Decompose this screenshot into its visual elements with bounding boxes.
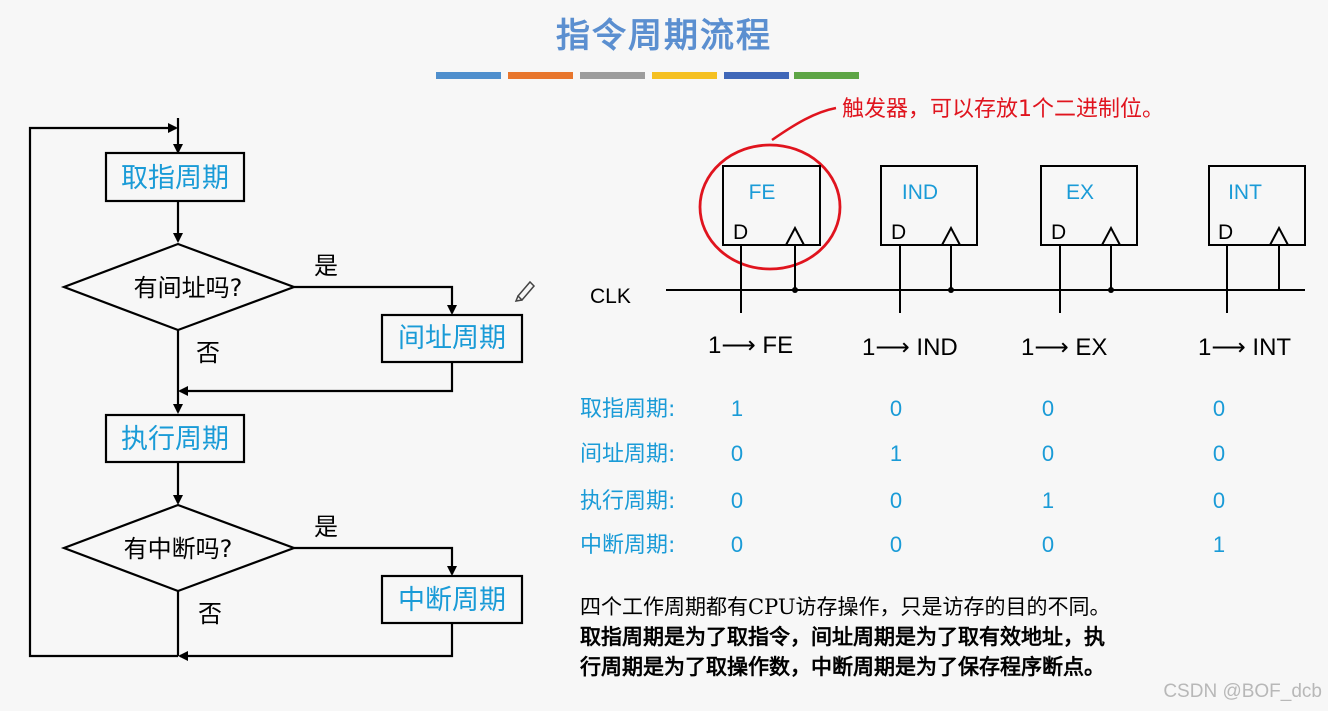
flowchart [28, 118, 524, 661]
d-pin-label: D [891, 221, 906, 244]
table-cell: 0 [731, 532, 743, 557]
table-cell: 1 [890, 441, 902, 466]
junction-dot [792, 287, 798, 293]
d-pin-label: D [1051, 221, 1066, 244]
interrupt-return-arrow [178, 623, 454, 661]
fetch-cycle-box [104, 151, 246, 203]
underline-bar [508, 72, 573, 79]
watermark: CSDN @BOF_dcb [1163, 681, 1322, 702]
indirect-cycle-label: 间址周期 [398, 323, 506, 354]
clock-triangle [941, 225, 961, 246]
table-cell: 0 [890, 396, 902, 421]
fe-assignment: 1⟶ FE [708, 332, 793, 359]
note-pointer-line [771, 106, 837, 142]
table-cell: 0 [1213, 488, 1225, 513]
ind-flipflop-box [880, 165, 978, 246]
ind-assignment: 1⟶ IND [862, 334, 958, 361]
int-label: INT [1228, 181, 1262, 204]
table-cell: 1 [731, 396, 743, 421]
description-line: 四个工作周期都有CPU访存操作，只是访存的目的不同。 [580, 595, 1111, 619]
loop-back-arrow [28, 123, 178, 658]
indirect-return-arrow [178, 362, 454, 396]
execute-cycle-box [104, 413, 246, 464]
fe-label: FE [749, 181, 776, 204]
yes-label: 是 [314, 513, 338, 541]
table-cell: 0 [890, 532, 902, 557]
d-pin-label: D [1218, 221, 1233, 244]
flipflop-wires [666, 245, 1305, 313]
ex-flipflop-box [1040, 165, 1138, 246]
table-cell: 1 [1213, 532, 1225, 557]
execute-cycle-label: 执行周期 [121, 424, 229, 455]
indirect-yes-arrow [294, 285, 457, 315]
table-row-label: 中断周期: [580, 533, 675, 558]
clock-triangle [785, 225, 805, 246]
table-row-label: 取指周期: [580, 397, 675, 422]
table-cell: 0 [731, 441, 743, 466]
yes-label: 是 [314, 252, 338, 280]
table-cell: 0 [1042, 396, 1054, 421]
junction-dot [1108, 287, 1114, 293]
pencil-icon[interactable] [514, 280, 536, 302]
underline-bar [652, 72, 717, 79]
no-label: 否 [198, 600, 222, 628]
indirect-question-label: 有间址吗? [134, 274, 243, 302]
clock-triangle [1269, 225, 1289, 246]
underline-bar [794, 72, 859, 79]
ex-assignment: 1⟶ EX [1021, 334, 1107, 361]
interrupt-yes-arrow [294, 546, 457, 576]
table-cell: 0 [731, 488, 743, 513]
flipflop-boxes [722, 165, 1306, 246]
underline-bar [580, 72, 645, 79]
underline-bar [724, 72, 789, 79]
interrupt-question-label: 有中断吗? [124, 535, 233, 563]
ind-label: IND [902, 181, 938, 204]
description-line: 行周期是为了取操作数，中断周期是为了保存程序断点。 [580, 654, 1105, 679]
description-line: 取指周期是为了取指令，间址周期是为了取有效地址，执 [580, 624, 1105, 649]
ex-label: EX [1066, 181, 1094, 204]
fe-highlight-circle [698, 143, 842, 271]
state-table: 取指周期: 1 0 0 0 间址周期: 0 1 0 0 执行周期: 0 0 1 … [580, 396, 1225, 558]
table-cell: 0 [890, 488, 902, 513]
clk-label: CLK [590, 285, 631, 308]
table-row-label: 执行周期: [580, 489, 675, 514]
table-row-label: 间址周期: [580, 442, 675, 467]
flipflop-note: 触发器，可以存放1个二进制位。 [842, 97, 1164, 122]
no-label: 否 [196, 339, 220, 367]
page-title: 指令周期流程 [556, 16, 772, 56]
d-pin-label: D [733, 221, 748, 244]
table-cell: 1 [1042, 488, 1054, 513]
int-assignment: 1⟶ INT [1198, 334, 1291, 361]
description-text: 四个工作周期都有CPU访存操作，只是访存的目的不同。 取指周期是为了取指令，间址… [580, 592, 1250, 682]
int-flipflop-box [1208, 165, 1306, 246]
table-cell: 0 [1213, 441, 1225, 466]
fe-flipflop-box [722, 165, 821, 246]
underline-bar [436, 72, 501, 79]
clock-triangle [1101, 225, 1121, 246]
table-cell: 0 [1042, 441, 1054, 466]
table-cell: 0 [1213, 396, 1225, 421]
junction-dot [948, 287, 954, 293]
fetch-cycle-label: 取指周期 [121, 163, 229, 194]
interrupt-cycle-label: 中断周期 [398, 585, 506, 616]
junction-dots [792, 287, 1114, 293]
table-cell: 0 [1042, 532, 1054, 557]
